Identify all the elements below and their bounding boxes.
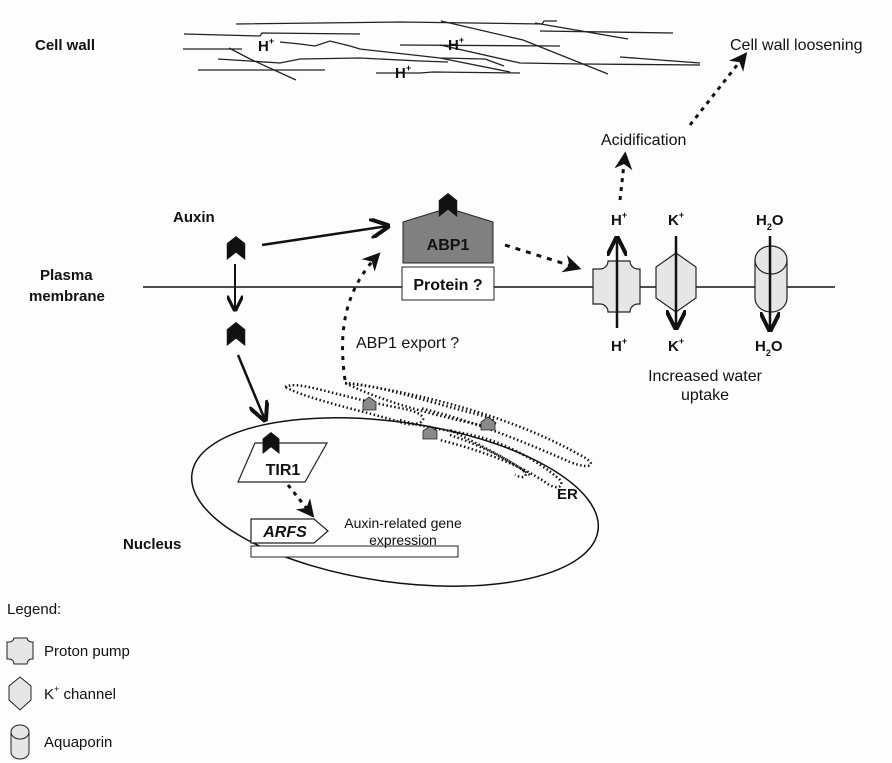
increased-water-label-1: Increased water — [648, 368, 763, 385]
arrow-to-cell-wall-loosening — [688, 52, 748, 126]
legend-label-aquaporin: Aquaporin — [44, 734, 112, 751]
endoplasmic-reticulum — [282, 381, 593, 489]
arrow-abp1-to-pump — [504, 243, 582, 273]
legend: Legend: Proton pump K+ channel Aquaporin — [6, 601, 130, 760]
cell-wall-proton-2: H+ — [448, 35, 464, 54]
abp1-protein — [402, 207, 494, 264]
k-out-label: K+ — [668, 210, 684, 229]
cell-wall-proton-1: H+ — [258, 36, 274, 55]
tir1-label: TIR1 — [266, 462, 301, 479]
arfs-label: ARFS — [262, 524, 307, 541]
arrow-abp1-export — [341, 252, 381, 381]
k-in-label: K+ — [668, 336, 684, 355]
legend-item-proton-pump: Proton pump — [6, 637, 130, 665]
acidification-label: Acidification — [601, 132, 686, 149]
arrow-auxin-to-abp1 — [261, 226, 388, 247]
water-in-label: H2O — [755, 338, 783, 358]
legend-item-aquaporin: Aquaporin — [10, 724, 112, 760]
tir1-receptor — [237, 442, 329, 483]
increased-water-label-2: uptake — [681, 387, 729, 404]
er-protein-3 — [480, 416, 496, 431]
arrow-to-acidification — [614, 151, 633, 201]
arrow-auxin-to-tir1 — [236, 354, 265, 420]
legend-label-proton-pump: Proton pump — [44, 643, 130, 660]
plasma-membrane-label-1: Plasma — [40, 267, 93, 284]
nucleus-label: Nucleus — [123, 536, 181, 553]
cell-wall-loosening-label: Cell wall loosening — [730, 37, 863, 54]
proton-pump-icon — [6, 637, 34, 665]
protein-unknown-label: Protein ? — [413, 277, 482, 294]
protein-unknown-box — [401, 266, 495, 301]
water-out-label: H2O — [756, 212, 784, 232]
proton-out-label: H+ — [611, 210, 627, 229]
er-label: ER — [557, 486, 578, 503]
gene-expression-label-1: Auxin-related gene — [344, 515, 462, 531]
cell-wall-fibrils — [183, 20, 701, 81]
auxin-molecule-outside — [226, 236, 246, 260]
abp1-export-label: ABP1 export ? — [356, 335, 459, 352]
plasma-membrane-label-2: membrane — [29, 288, 105, 305]
gene-expression-label-2: expression — [369, 532, 437, 548]
legend-item-k-channel: K+ channel — [8, 676, 116, 711]
auxin-molecule-inside — [226, 322, 246, 346]
legend-title: Legend: — [7, 601, 61, 618]
arrow-tir1-to-arfs — [286, 484, 315, 518]
k-channel-icon — [8, 676, 32, 711]
er-abp1-proteins — [362, 396, 496, 440]
er-protein-1 — [362, 396, 377, 411]
legend-label-k-channel: K+ channel — [44, 684, 116, 703]
aquaporin-icon — [10, 724, 30, 740]
dna-strand — [250, 545, 459, 558]
cell-wall-proton-3: H+ — [395, 63, 411, 82]
nucleus-envelope — [190, 417, 600, 587]
cell-wall-protons: H+ H+ H+ — [258, 35, 464, 82]
cell-wall-label: Cell wall — [35, 37, 95, 54]
abp1-label: ABP1 — [427, 237, 470, 254]
proton-in-label: H+ — [611, 336, 627, 355]
auxin-label: Auxin — [173, 209, 215, 226]
arfs-promoter — [250, 518, 329, 544]
